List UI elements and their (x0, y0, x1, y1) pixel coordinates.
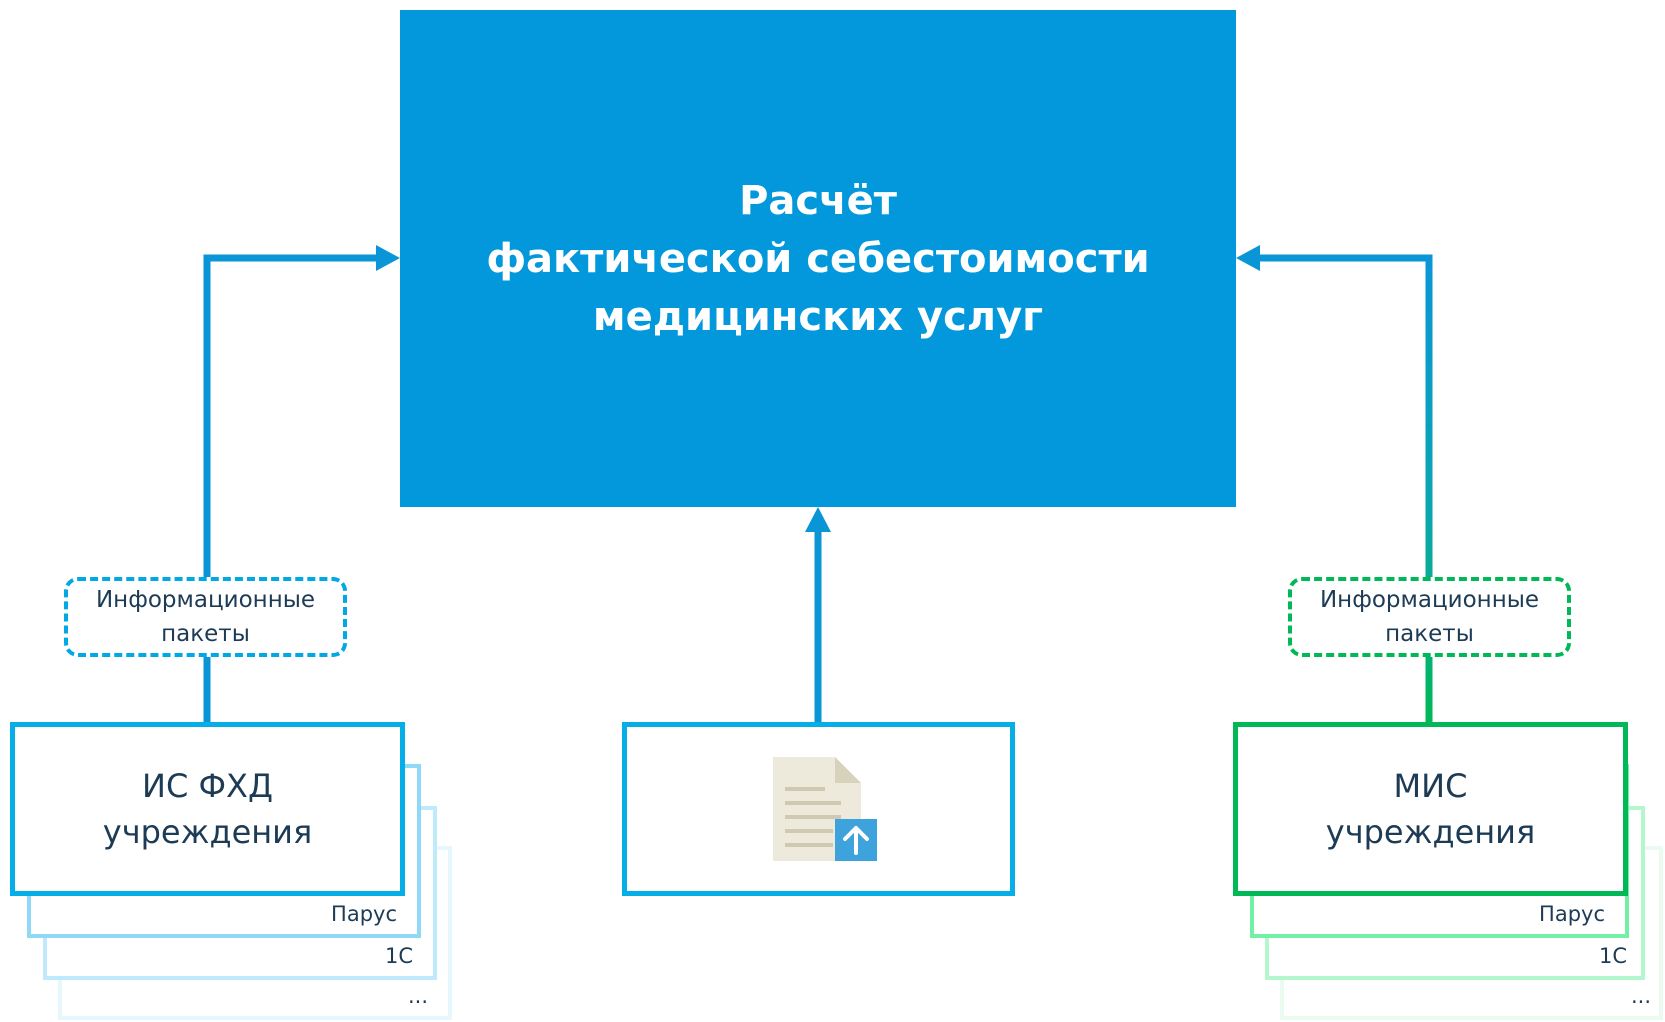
left-packet-line-2: пакеты (161, 621, 250, 647)
main-title-line-1: Расчёт (739, 177, 897, 224)
left-arrow-head (376, 245, 400, 271)
right-packet-line-1: Информационные (1319, 587, 1540, 613)
left-info-packets: Информационные пакеты (64, 577, 347, 657)
main-title-line-2: фактической себестоимости (486, 235, 1150, 282)
left-system-line-2: учреждения (102, 813, 313, 851)
right-stack-label-2: 1С (1598, 944, 1627, 968)
right-info-packets: Информационные пакеты (1288, 577, 1571, 657)
left-stack-label-3: ... (407, 984, 428, 1008)
right-stack-label-3: ... (1630, 984, 1651, 1008)
left-system-box: ИС ФХД учреждения (10, 722, 405, 896)
document-upload-icon (773, 757, 877, 861)
left-stack-label-1: Парус (331, 902, 397, 926)
right-system-line-1: МИС (1393, 767, 1468, 805)
main-title-line-3: медицинских услуг (592, 293, 1044, 340)
right-arrow-head (1236, 245, 1260, 271)
center-arrow-head (805, 507, 831, 532)
left-connector-line (203, 254, 380, 724)
right-system-box: МИС учреждения (1233, 722, 1628, 896)
right-packet-line-2: пакеты (1385, 621, 1474, 647)
right-connector-line (1256, 254, 1433, 724)
right-system-line-2: учреждения (1325, 813, 1536, 851)
document-upload-box (622, 722, 1015, 896)
cost-calculation-box: Расчёт фактической себестоимости медицин… (400, 10, 1236, 507)
left-packet-line-1: Информационные (95, 587, 316, 613)
left-stack-label-2: 1С (384, 944, 413, 968)
left-system-line-1: ИС ФХД (142, 767, 273, 805)
right-stack-label-1: Парус (1539, 902, 1605, 926)
